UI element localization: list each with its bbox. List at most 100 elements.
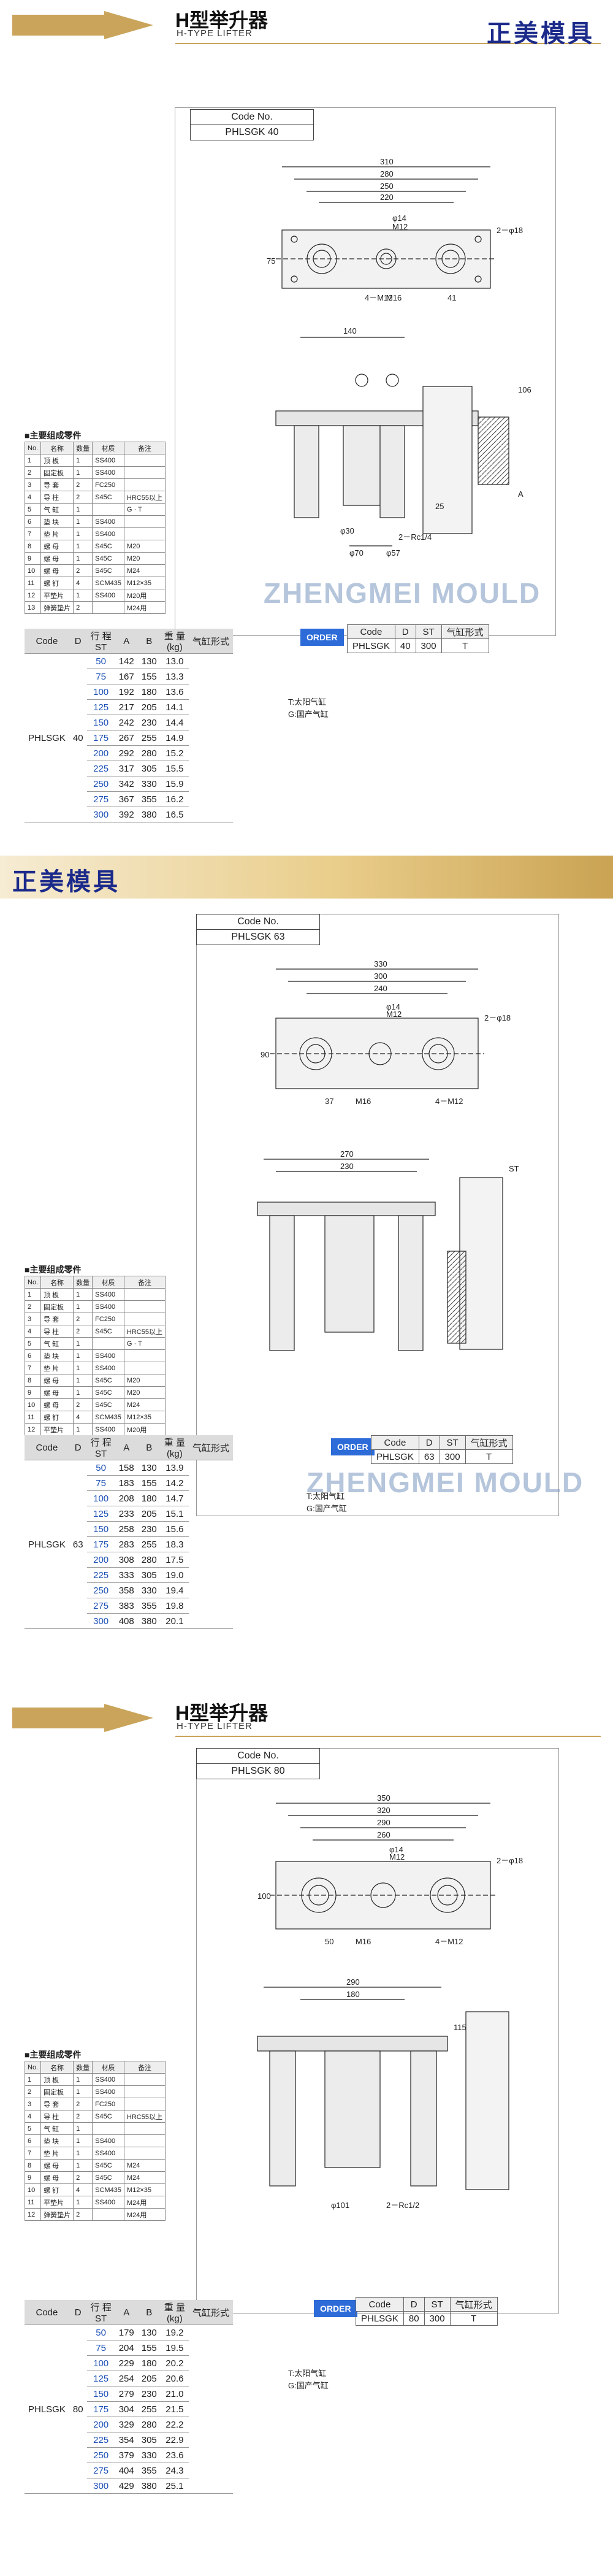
parts-cell: 2 [73,1398,93,1411]
parts-cell: 2 [73,2208,93,2221]
parts-cell: 1 [73,1288,93,1301]
dim-290: 290 [377,1818,390,1827]
parts-cell: M20 [123,1386,166,1399]
spec-cell: 429 [115,2478,138,2494]
order-header-cell: D [394,624,416,639]
parts-cell: 导 柱 [40,1325,74,1338]
spec-header-cell: D [69,1435,87,1460]
dim-st: ST [509,1164,519,1173]
parts-cell: SCM435 [92,2183,124,2196]
spec-cell: 233 [115,1506,138,1522]
parts-cell: G · T [123,1337,166,1350]
spec-cell: 404 [115,2463,138,2478]
order-cell: 300 [439,1449,466,1464]
spec-header-cell: 行 程 ST [86,2300,115,2325]
spec-cyl-cell [188,2325,233,2494]
parts-cell: 垫 片 [40,1362,74,1374]
dim-phi57: φ57 [386,548,400,558]
parts-cell [92,2208,124,2221]
parts-cell: 导 套 [40,478,74,491]
spec-cell: 280 [137,1552,161,1568]
spec-cell: 275 [86,791,115,807]
top-view-drawing: 330 300 240 2－φ18 φ14 M12 90 37 M16 4－M1… [261,959,511,1106]
spec-cell: 22.2 [160,2417,189,2432]
parts-cell: 6 [24,515,42,528]
parts-header-cell: 备注 [123,2061,166,2074]
cyl-note: T:太阳气缸 G:国产气缸 [288,2367,329,2392]
spec-cell: 150 [86,1521,115,1537]
parts-cell [123,1349,166,1362]
parts-cell: 5 [24,1337,42,1350]
dim-280: 280 [380,169,394,178]
parts-cell: 平垫片 [40,589,74,602]
dim-m12: M12 [389,1852,405,1861]
spec-cell: 258 [115,1521,138,1537]
spec-cell: 330 [137,2447,161,2463]
spec-cell: 254 [115,2371,138,2386]
spec-header-cell: Code [25,1435,69,1460]
parts-cell: 1 [73,1386,93,1399]
spec-cell: 19.4 [160,1582,189,1598]
spec-header-cell: 气缸形式 [188,1435,233,1460]
spec-cell: 358 [115,1582,138,1598]
page-title: H型举升器 [175,9,268,31]
parts-cell [123,2122,166,2135]
parts-cell: M24 [123,1398,166,1411]
dim-250: 250 [380,182,394,191]
spec-cell: 383 [115,1598,138,1614]
spec-cell: 13.9 [160,1460,189,1476]
dim-230: 230 [340,1162,354,1171]
parts-cell: M24用 [123,601,166,614]
parts-cell: HRC55以上 [123,1325,166,1338]
spec-cell: 24.3 [160,2463,189,2478]
spec-header-cell: 重 量 (kg) [160,2300,189,2325]
spec-cell: 15.5 [160,761,189,776]
parts-cell [123,1313,166,1325]
spec-cell: 25.1 [160,2478,189,2494]
order-cell: 63 [418,1449,440,1464]
spec-header-cell: Code [25,629,69,654]
parts-cell: 1 [73,1374,93,1387]
side-view-drawing: 290 180 115 φ101 2－Rc1/2 [257,1977,509,2210]
parts-cell: 5 [24,2122,42,2135]
spec-cell: 300 [86,2478,115,2494]
parts-cell: 垫 块 [40,1349,74,1362]
code-no-label: Code No. [197,1749,319,1764]
dim-phi70: φ70 [349,548,364,558]
parts-cell: M12×35 [123,2183,166,2196]
code-no-value: PHLSGK 80 [231,1766,285,1776]
parts-cell: 8 [24,2159,42,2172]
order-header-cell: D [418,1435,440,1450]
parts-cell: 螺 母 [40,2159,74,2172]
dim-310: 310 [380,157,394,166]
spec-header-cell: 重 量 (kg) [160,629,189,654]
spec-cell: 205 [137,2371,161,2386]
dim-106: 106 [518,385,531,394]
spec-cell: 250 [86,776,115,792]
parts-cell: M20用 [123,589,166,602]
spec-cell: 130 [137,653,161,669]
parts-header-row: No.名称数量材质备注 [24,442,166,454]
spec-cell: 255 [137,1536,161,1552]
header-arrow-icon [12,1704,153,1732]
parts-cell: 气 缸 [40,1337,74,1350]
header-rule [175,1736,601,1737]
parts-cell: 1 [24,1288,42,1301]
parts-cell: 1 [73,1423,93,1436]
